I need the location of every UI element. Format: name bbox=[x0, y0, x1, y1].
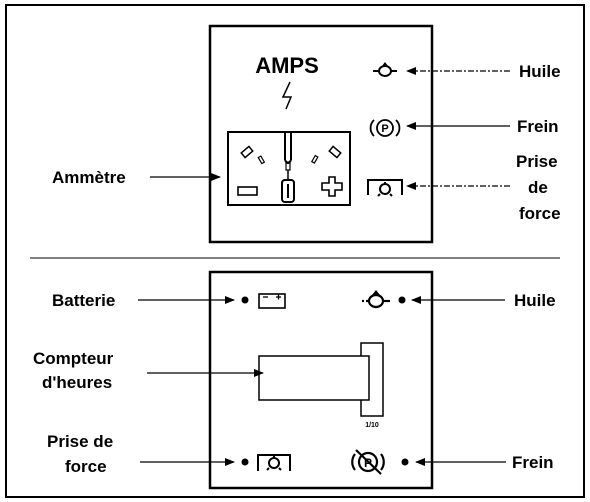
pto-label-top-line3: force bbox=[519, 204, 561, 223]
needle-hub bbox=[281, 179, 295, 203]
hour-meter-scale: 1/10 bbox=[365, 422, 379, 429]
brake-disabled-icon: P bbox=[351, 449, 385, 475]
hour-meter: 1/10 bbox=[258, 342, 384, 429]
battery-indicator-dot bbox=[241, 296, 249, 304]
brake-indicator-dot bbox=[401, 458, 409, 466]
oil-label-top: Huile bbox=[519, 62, 561, 81]
ammeter-gauge bbox=[227, 131, 351, 206]
battery-icon bbox=[258, 293, 286, 309]
lightning-icon bbox=[281, 81, 293, 110]
oil-can-icon bbox=[373, 62, 397, 77]
plus-icon bbox=[321, 176, 343, 197]
brake-label-top: Frein bbox=[517, 117, 559, 136]
hourmeter-label-line1: Compteur bbox=[33, 349, 114, 368]
pto-icon bbox=[367, 179, 403, 197]
outer-frame bbox=[5, 4, 585, 498]
hour-meter-display bbox=[258, 355, 370, 401]
minus-icon bbox=[237, 186, 258, 196]
battery-label: Batterie bbox=[52, 291, 115, 310]
ammeter-label: Ammètre bbox=[52, 168, 126, 187]
pto-label-bottom-line1: Prise de bbox=[47, 432, 113, 451]
brake-label-bottom: Frein bbox=[512, 453, 554, 472]
pto-icon-bottom bbox=[257, 454, 291, 471]
pto-indicator-dot bbox=[241, 458, 249, 466]
pto-label-top-line1: Prise bbox=[516, 152, 558, 171]
amps-label: AMPS bbox=[255, 53, 319, 78]
parking-brake-icon: P bbox=[369, 119, 401, 137]
top-instrument-panel: AMPS bbox=[52, 24, 561, 244]
svg-text:P: P bbox=[381, 123, 388, 135]
oil-indicator-dot bbox=[398, 296, 406, 304]
oil-can-icon-bottom bbox=[362, 290, 390, 309]
hourmeter-label-line2: d'heures bbox=[42, 373, 112, 392]
oil-label-bottom: Huile bbox=[514, 291, 556, 310]
pto-label-bottom-line2: force bbox=[65, 457, 107, 476]
bottom-instrument-panel: 1/10 P Batterie Compteur d'heures Prise … bbox=[33, 270, 556, 490]
pto-label-top-line2: de bbox=[528, 178, 548, 197]
